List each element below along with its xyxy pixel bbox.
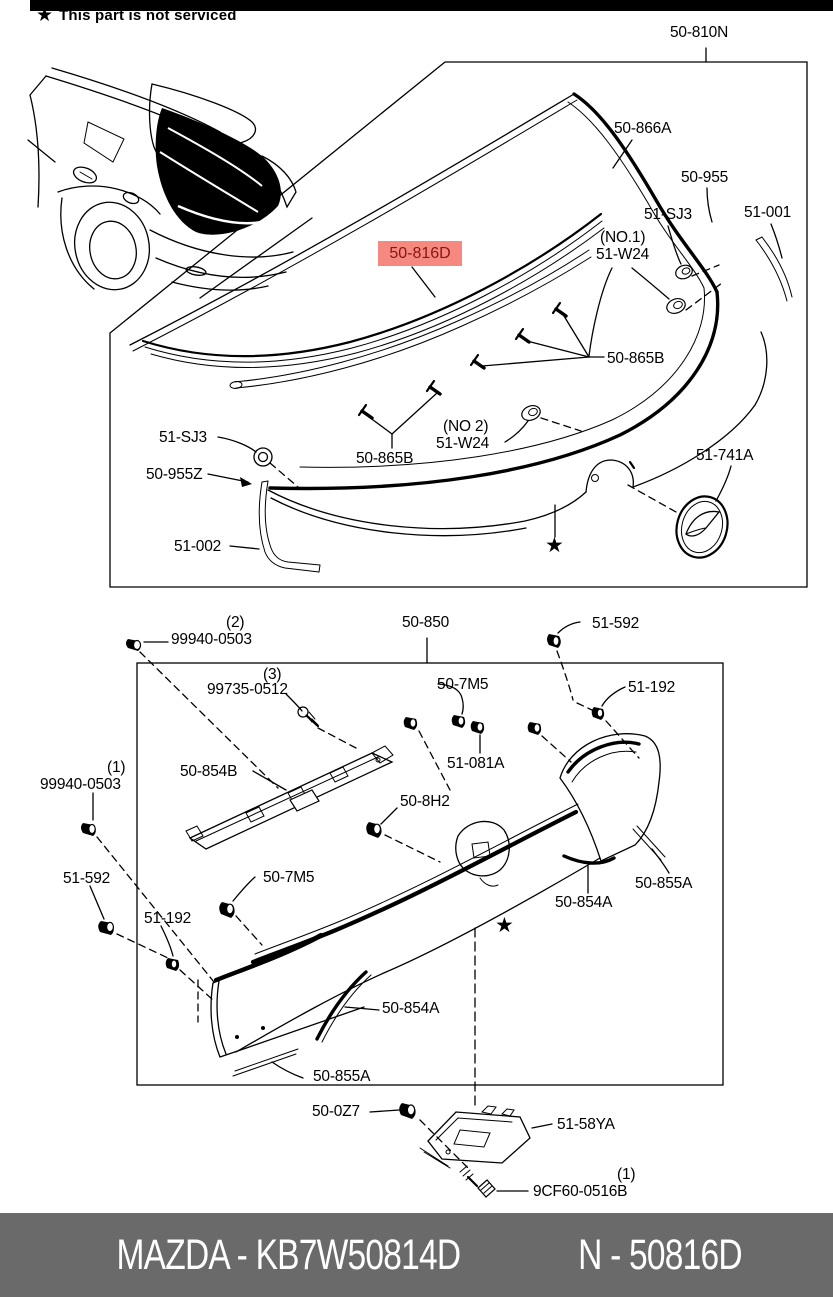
qty-note-1-bottom: (1)	[617, 1166, 636, 1183]
part-label-51-081a: 51-081A	[447, 755, 505, 772]
part-label-50-8h2: 50-8H2	[400, 793, 450, 810]
screw-icon	[469, 301, 568, 370]
upper-parts-box	[109, 61, 808, 588]
part-label-99940-0503-2: 99940-0503	[171, 631, 252, 648]
part-label-99940-0503-1: 99940-0503	[40, 776, 121, 793]
footer-part-code: N - 50816D	[578, 1230, 743, 1279]
star-icon: ★	[545, 534, 564, 557]
qty-note-no2: (NO 2)	[443, 418, 489, 435]
part-label-51-192-right: 51-192	[628, 679, 676, 696]
part-label-50-865b-right: 50-865B	[607, 350, 665, 367]
mazda-emblem	[675, 495, 729, 559]
lower-parts-box	[136, 662, 724, 1086]
part-label-50-854a-bottom: 50-854A	[382, 1000, 440, 1017]
part-label-50-7m5-top: 50-7M5	[437, 676, 489, 693]
star-icon: ★	[36, 5, 54, 26]
part-label-51-741a: 51-741A	[696, 447, 754, 464]
grommet-icon	[675, 264, 693, 280]
part-label-51-w24-no1: 51-W24	[596, 246, 650, 263]
part-label-51-w24-no2: 51-W24	[436, 435, 490, 452]
qty-note-2: (2)	[226, 614, 245, 631]
screw-icon	[357, 379, 442, 420]
part-label-9cf60-0516b: 9CF60-0516B	[533, 1183, 628, 1200]
star-icon: ★	[495, 914, 514, 937]
part-label-50-866a: 50-866A	[614, 120, 672, 137]
part-label-51-sj3-right: 51-SJ3	[644, 206, 692, 223]
part-label-99735-0512: 99735-0512	[207, 681, 288, 698]
part-label-50-854a-right: 50-854A	[555, 894, 613, 911]
part-label-50-955z: 50-955Z	[146, 466, 203, 483]
part-label-51-592-left: 51-592	[63, 870, 111, 887]
part-label-51-592-top: 51-592	[592, 615, 640, 632]
license-lamp-art	[369, 1103, 553, 1198]
part-label-50-855a-right: 50-855A	[635, 875, 693, 892]
footer-catalog-code: MAZDA - KB7W50814D	[116, 1230, 462, 1279]
top-black-bar	[30, 0, 833, 11]
part-label-51-002: 51-002	[174, 538, 222, 555]
part-label-50-855a-bottom: 50-855A	[313, 1068, 371, 1085]
tailgate-trim-assembly-art	[81, 621, 670, 1106]
part-label-50-854b: 50-854B	[180, 763, 238, 780]
car-rear-sketch	[27, 67, 313, 299]
screw-icon	[459, 1165, 496, 1198]
note-text: This part is not serviced	[59, 7, 237, 24]
part-label-50-955: 50-955	[681, 169, 729, 186]
part-label-50-816d-highlighted: 50-816D	[378, 241, 462, 266]
qty-note-no1: (NO.1)	[600, 229, 646, 246]
part-label-50-810n: 50-810N	[670, 24, 729, 41]
catalog-footer-bar: MAZDA - KB7W50814D N - 50816D	[0, 1213, 833, 1297]
part-label-50-0z7: 50-0Z7	[312, 1103, 360, 1120]
part-label-51-001: 51-001	[744, 204, 792, 221]
part-label-51-192-left: 51-192	[144, 910, 192, 927]
liftgate-assembly-art	[129, 92, 793, 573]
part-label-50-7m5-bottom: 50-7M5	[263, 869, 315, 886]
nut-icon	[521, 404, 541, 422]
qty-note-1: (1)	[107, 759, 126, 776]
part-label-50-850: 50-850	[402, 614, 450, 631]
bracket-art	[185, 745, 394, 850]
part-label-51-sj3-left: 51-SJ3	[159, 429, 207, 446]
part-label-51-58ya: 51-58YA	[557, 1116, 615, 1133]
nut-icon	[666, 297, 686, 315]
qty-note-3: (3)	[263, 666, 282, 683]
part-label-50-865b-left: 50-865B	[356, 450, 414, 467]
not-serviced-note: ★ This part is not serviced	[36, 6, 237, 25]
end-cap-art	[559, 733, 661, 862]
